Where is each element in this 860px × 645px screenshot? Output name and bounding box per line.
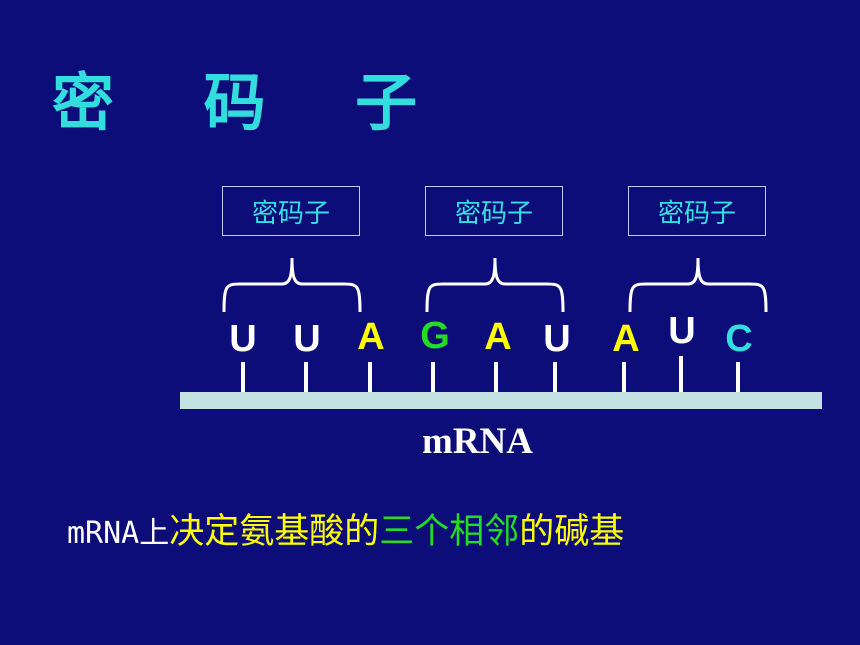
definition-part-3: 三个相邻	[379, 512, 520, 552]
base-5: A	[484, 316, 512, 358]
codon-label-box-2: 密码子	[425, 186, 563, 236]
base-9: C	[725, 318, 753, 360]
definition-part-4: 的碱基	[519, 512, 625, 552]
definition-part-1: mRNA上	[67, 516, 170, 551]
page-title: 密 码 子	[52, 66, 452, 139]
mrna-strand	[180, 392, 822, 409]
codon-label-box-3: 密码子	[628, 186, 766, 236]
base-1: U	[229, 318, 257, 360]
base-2: U	[293, 318, 321, 360]
base-6: U	[543, 318, 571, 360]
codon-brace-1	[222, 257, 362, 313]
base-8: U	[668, 310, 696, 352]
base-7: A	[612, 318, 640, 360]
codon-brace-2	[425, 257, 565, 313]
codon-brace-3	[628, 257, 768, 313]
codon-label-box-1: 密码子	[222, 186, 360, 236]
definition-part-2: 决定氨基酸的	[169, 512, 380, 552]
base-4: G	[420, 315, 450, 357]
mrna-label: mRNA	[422, 421, 533, 462]
base-3: A	[357, 316, 385, 358]
definition-text: mRNA上决定氨基酸的三个相邻的碱基	[67, 503, 624, 554]
